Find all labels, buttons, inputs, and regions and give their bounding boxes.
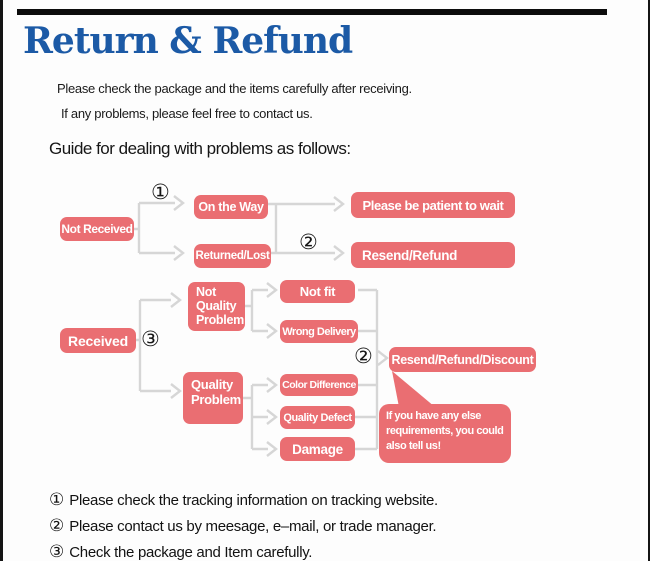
footnote-2: ② Please contact us by meesage, e–mail, … bbox=[49, 513, 438, 539]
circled-2-marker-top: ② bbox=[299, 230, 318, 254]
node-received: Received bbox=[60, 328, 136, 353]
footnote-2-marker: ② bbox=[49, 516, 65, 536]
flowchart-connector-lines bbox=[134, 195, 435, 457]
node-quality-defect: Quality Defect bbox=[280, 406, 355, 429]
footnote-1: ① Please check the tracking information … bbox=[49, 487, 438, 513]
footnotes-list: ① Please check the tracking information … bbox=[49, 487, 438, 561]
footnote-3-marker: ③ bbox=[49, 542, 65, 561]
intro-line-1: Please check the package and the items c… bbox=[57, 81, 412, 96]
page-title: Return & Refund bbox=[23, 20, 353, 62]
circled-3-marker: ③ bbox=[141, 327, 160, 351]
footnote-2-text: Please contact us by meesage, e–mail, or… bbox=[69, 517, 437, 535]
circled-1-marker: ① bbox=[151, 180, 170, 204]
node-resend-refund-discount: Resend/Refund/Discount bbox=[389, 347, 536, 372]
node-please-be-patient: Please be patient to wait bbox=[351, 192, 515, 218]
node-quality-problem: Quality Problem bbox=[183, 372, 243, 424]
intro-line-2: If any problems, please feel free to con… bbox=[61, 106, 313, 121]
footnote-1-marker: ① bbox=[49, 490, 65, 510]
footnote-1-text: Please check the tracking information on… bbox=[69, 491, 438, 509]
node-on-the-way: On the Way bbox=[194, 195, 268, 219]
circled-2-marker-bottom: ② bbox=[354, 344, 373, 368]
top-divider-rule bbox=[17, 9, 607, 15]
node-color-difference: Color Difference bbox=[280, 374, 358, 396]
footnote-3-text: Check the package and Item carefully. bbox=[69, 543, 313, 561]
node-not-quality-problem: Not Quality Problem bbox=[188, 282, 245, 331]
node-resend-refund: Resend/Refund bbox=[351, 242, 515, 268]
node-not-received: Not Received bbox=[60, 217, 134, 241]
speech-bubble-tail bbox=[392, 371, 435, 407]
footnote-3: ③ Check the package and Item carefully. bbox=[49, 539, 438, 561]
speech-bubble-note: If you have any else requirements, you c… bbox=[379, 404, 511, 463]
node-not-fit: Not fit bbox=[280, 280, 355, 303]
node-damage: Damage bbox=[280, 437, 355, 461]
node-returned-lost: Returned/Lost bbox=[194, 244, 271, 268]
guide-heading: Guide for dealing with problems as follo… bbox=[49, 139, 351, 158]
node-wrong-delivery: Wrong Delivery bbox=[280, 320, 358, 343]
